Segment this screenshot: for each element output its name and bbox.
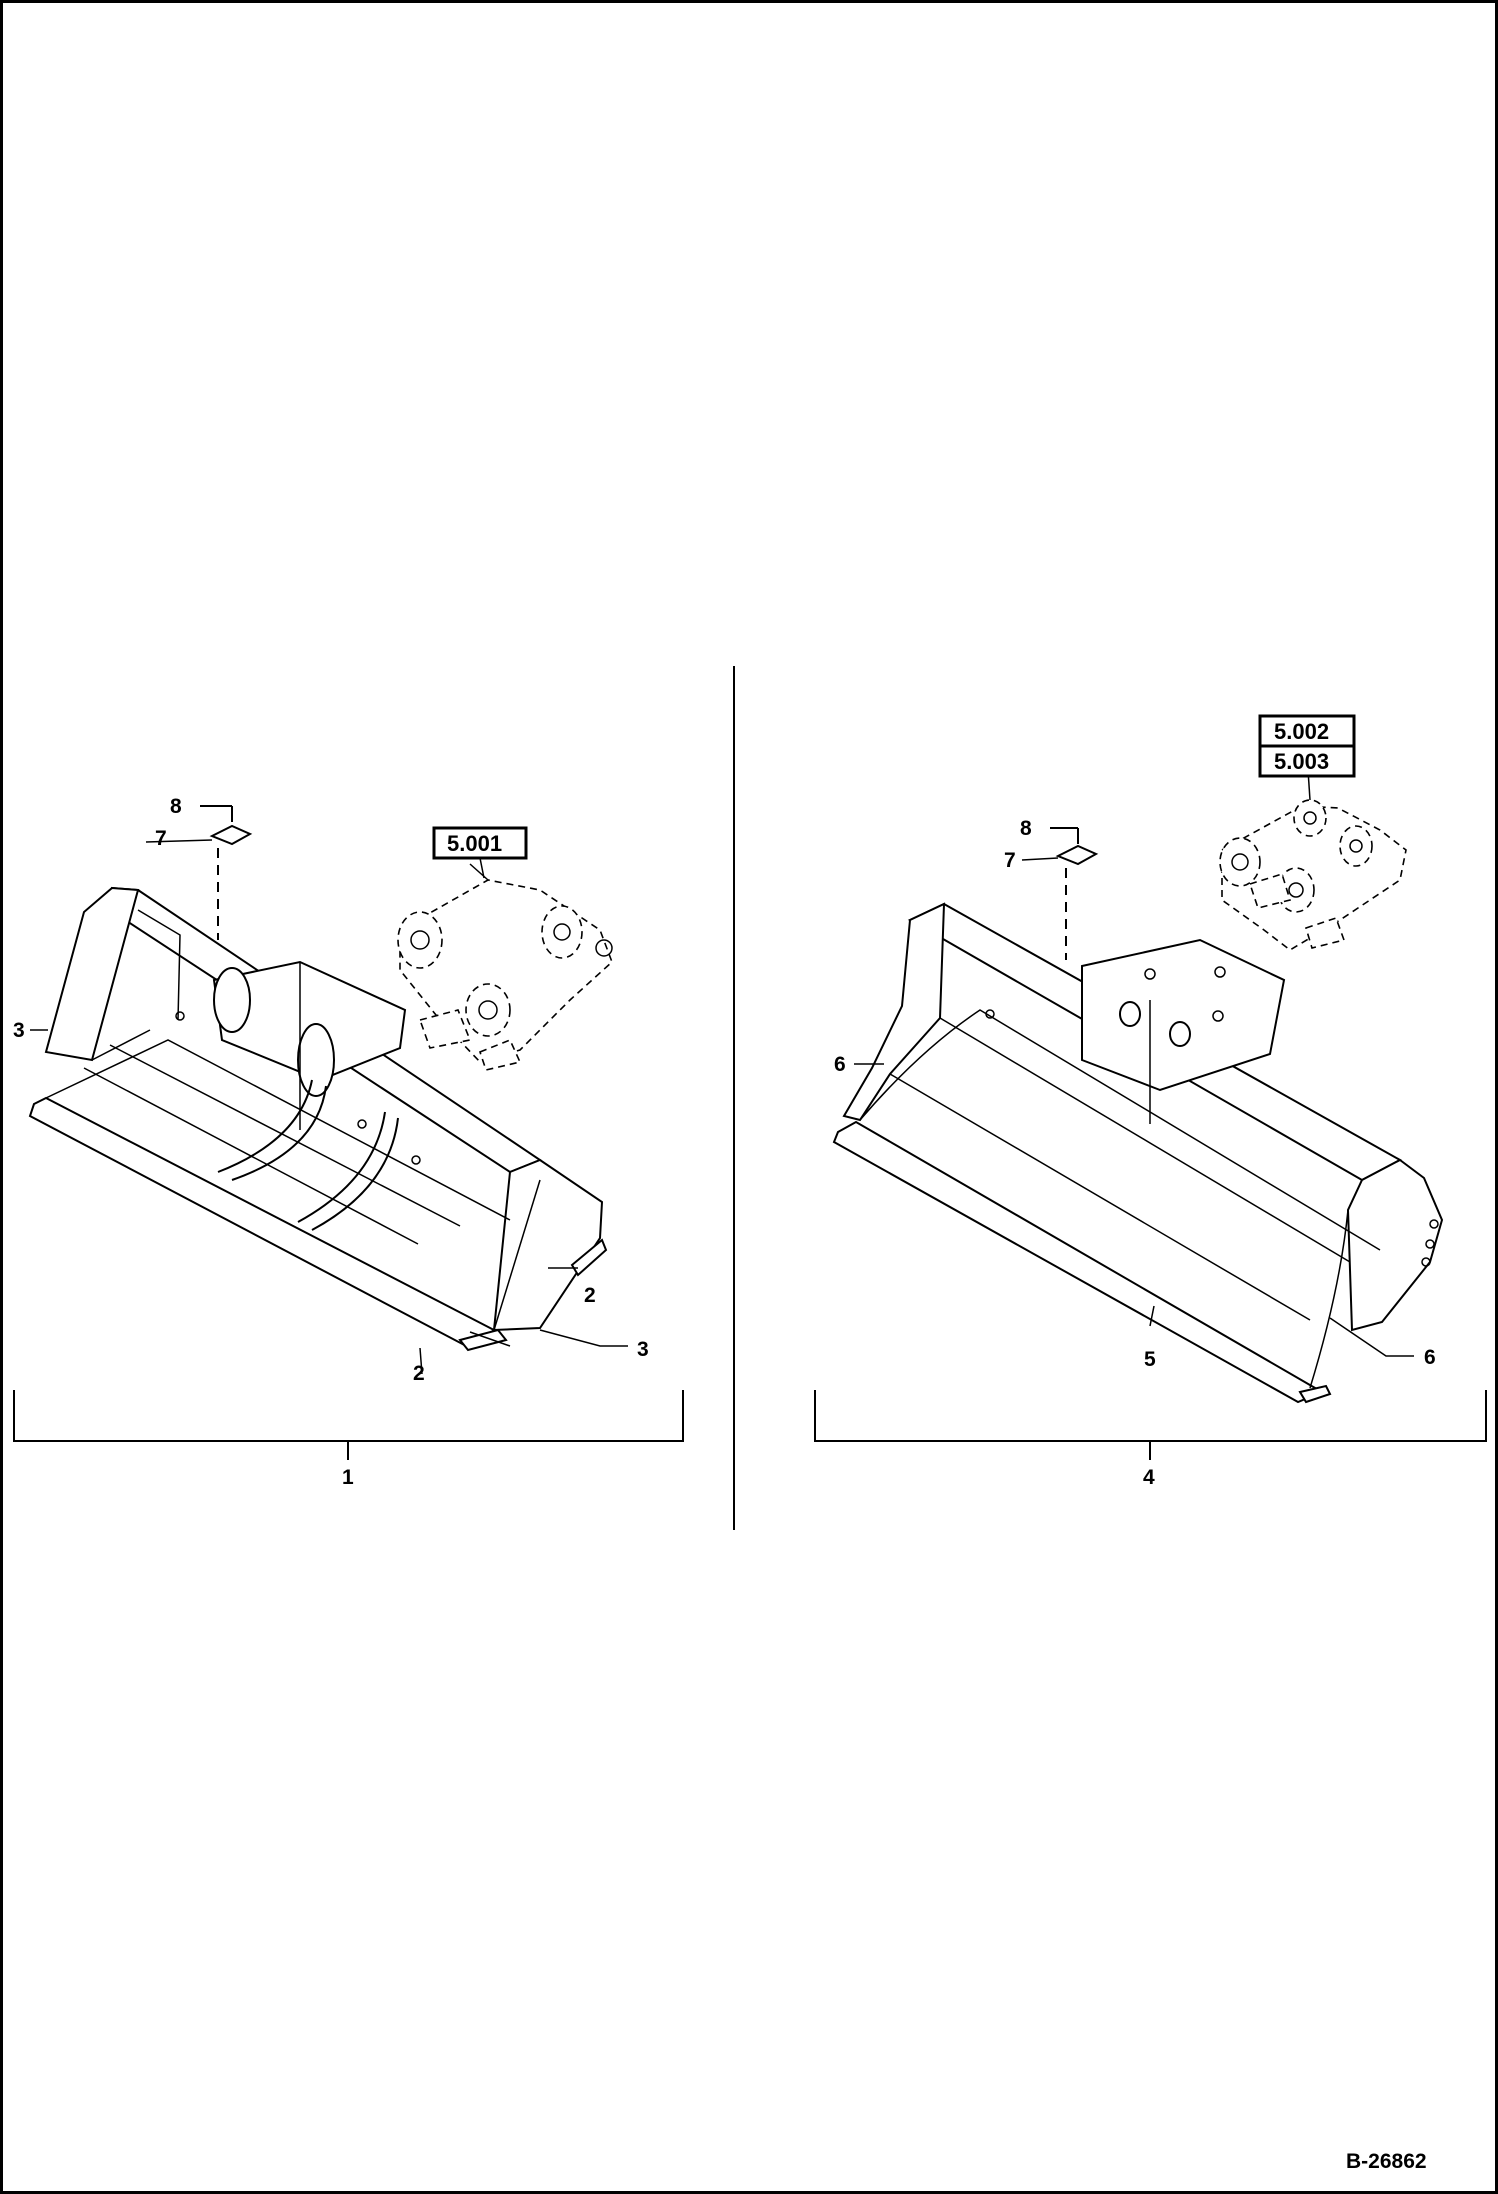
left-leaders bbox=[30, 839, 628, 1375]
left-callout-3-bottom: 3 bbox=[637, 1338, 649, 1361]
left-group-bracket bbox=[13, 1390, 684, 1442]
right-coupler bbox=[1219, 769, 1407, 951]
left-callout-2-bottom: 2 bbox=[413, 1362, 425, 1385]
right-bucket bbox=[832, 902, 1444, 1404]
right-ref-code-1: 5.002 bbox=[1274, 719, 1329, 744]
left-callout-8: 8 bbox=[170, 795, 182, 818]
left-coupler bbox=[397, 863, 613, 1071]
left-callout-3-side: 3 bbox=[13, 1019, 25, 1042]
right-group-bracket bbox=[814, 1390, 1487, 1442]
right-callout-8: 8 bbox=[1020, 817, 1032, 840]
left-callout-7: 7 bbox=[155, 827, 167, 850]
left-pin-and-plate bbox=[200, 805, 253, 940]
left-ref-code: 5.001 bbox=[447, 831, 502, 856]
right-callout-5: 5 bbox=[1144, 1348, 1156, 1371]
right-callout-7: 7 bbox=[1004, 849, 1016, 872]
right-leaders bbox=[854, 857, 1414, 1357]
left-group-number: 1 bbox=[342, 1466, 354, 1489]
drawing-id: B-26862 bbox=[1346, 2150, 1427, 2173]
right-group-number: 4 bbox=[1143, 1466, 1155, 1489]
right-callout-6-side: 6 bbox=[834, 1053, 846, 1076]
left-bucket bbox=[28, 886, 608, 1352]
right-ref-boxes bbox=[1258, 714, 1356, 778]
right-callout-6-bottom: 6 bbox=[1424, 1346, 1436, 1369]
right-ref-code-2: 5.003 bbox=[1274, 749, 1329, 774]
left-ref-box bbox=[432, 826, 528, 879]
left-callout-2-side: 2 bbox=[584, 1284, 596, 1307]
right-pin-and-plate bbox=[1050, 827, 1099, 960]
